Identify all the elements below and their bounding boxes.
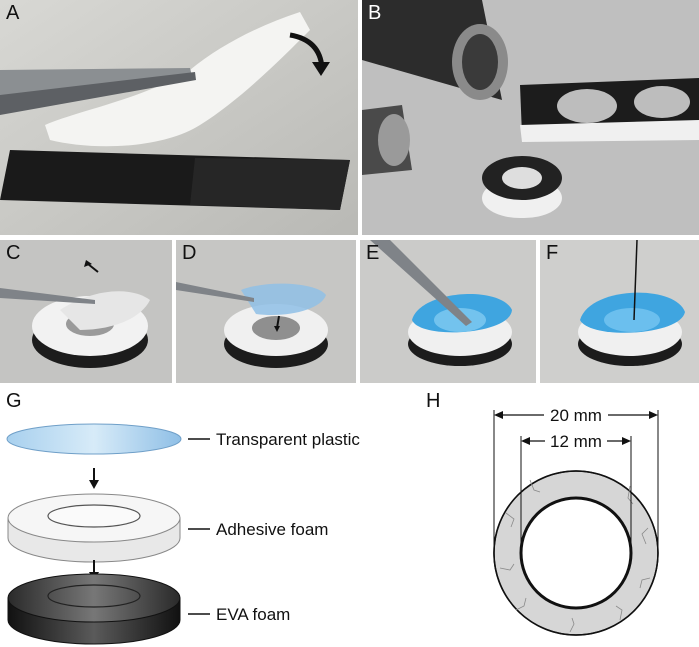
photo-c-illustration — [0, 240, 172, 383]
photo-panel-b: B — [362, 0, 699, 235]
panel-label-e: E — [366, 242, 380, 264]
ring-dimension-panel: H 20 mm 12 mm — [420, 388, 699, 647]
photo-panel-a: A — [0, 0, 358, 235]
photo-a-illustration — [0, 0, 358, 235]
ring-inner-hole — [519, 496, 633, 610]
panel-label-a: A — [6, 2, 20, 24]
panel-label-f: F — [546, 242, 559, 264]
photo-f-illustration — [540, 240, 699, 383]
photo-panel-c: C — [0, 240, 172, 383]
label-transparent-plastic: Transparent plastic — [216, 430, 360, 449]
ring-dimension-diagram: 20 mm 12 mm — [493, 406, 659, 636]
panel-label-g: G — [6, 390, 22, 412]
photo-b-illustration — [362, 0, 699, 235]
tweezers — [370, 240, 472, 326]
layer-diagram-panel: G Transparent plastic — [0, 388, 420, 647]
transparent-plastic-layer — [6, 423, 182, 455]
outer-diameter-label: 20 mm — [550, 406, 602, 425]
photo-d-illustration — [176, 240, 356, 383]
plastic-disc — [241, 283, 326, 316]
label-adhesive-foam: Adhesive foam — [216, 520, 328, 539]
panel-label-h: H — [426, 390, 441, 412]
inner-diameter-label: 12 mm — [550, 432, 602, 451]
layer-diagram: Transparent plastic Adhesive foam EVA fo… — [6, 423, 360, 645]
panel-label-d: D — [182, 242, 197, 264]
needle — [633, 240, 638, 321]
photo-panel-f: F — [540, 240, 699, 383]
panel-label-c: C — [6, 242, 21, 264]
tweezers — [176, 282, 254, 302]
photo-e-illustration — [360, 240, 536, 383]
label-eva-foam: EVA foam — [216, 605, 290, 624]
photo-panel-e: E — [360, 240, 536, 383]
panel-label-b: B — [368, 2, 382, 24]
photo-panel-d: D — [176, 240, 356, 383]
tweezers — [0, 288, 95, 304]
